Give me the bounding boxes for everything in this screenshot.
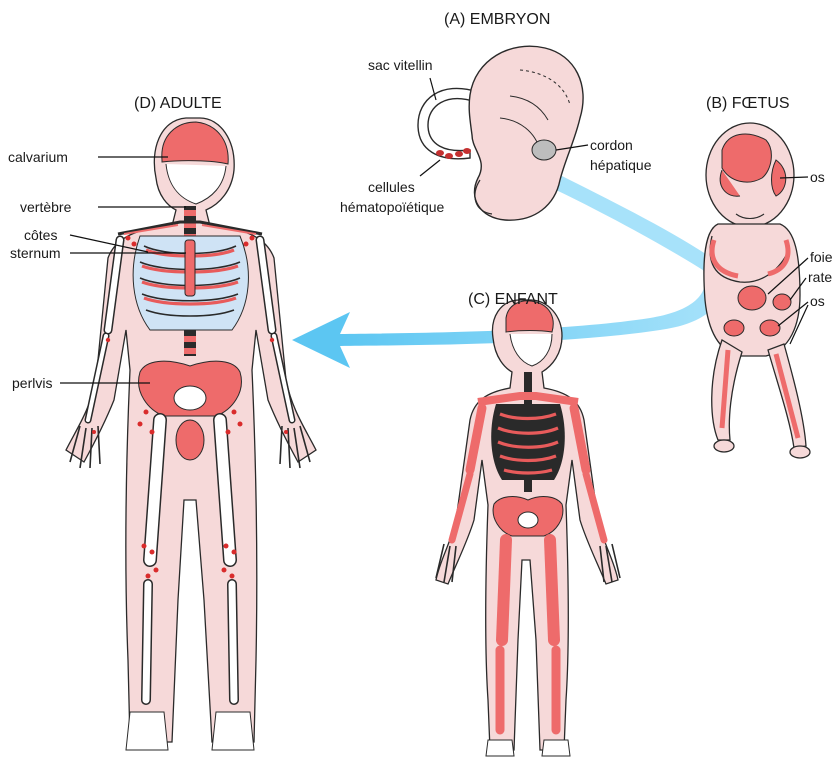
label-sternum: sternum bbox=[10, 245, 61, 261]
child-title: (C) ENFANT bbox=[468, 291, 558, 308]
adult-figure bbox=[66, 118, 316, 750]
label-sac-vitellin: sac vitellin bbox=[368, 57, 433, 73]
label-pelvis: perlvis bbox=[12, 375, 52, 391]
child-figure bbox=[436, 300, 620, 756]
label-fetus-os-limbs: os bbox=[810, 293, 825, 309]
label-cellules-line1: cellules bbox=[368, 179, 415, 195]
label-rate: rate bbox=[808, 269, 832, 285]
label-vertebre: vertèbre bbox=[20, 199, 72, 215]
embryo-title: (A) EMBRYON bbox=[444, 11, 550, 28]
label-cotes: côtes bbox=[24, 227, 57, 243]
label-calvarium: calvarium bbox=[8, 149, 68, 165]
label-cordon-line2: hépatique bbox=[590, 157, 652, 173]
label-foie: foie bbox=[810, 249, 833, 265]
adult-title: (D) ADULTE bbox=[134, 95, 222, 112]
label-cellules-line2: hématopoïétique bbox=[340, 199, 445, 215]
fetus-title: (B) FŒTUS bbox=[706, 95, 790, 112]
fetus-figure bbox=[704, 123, 810, 458]
label-fetus-os-head: os bbox=[810, 169, 825, 185]
embryo-figure bbox=[418, 46, 583, 220]
label-cordon-line1: cordon bbox=[590, 137, 633, 153]
